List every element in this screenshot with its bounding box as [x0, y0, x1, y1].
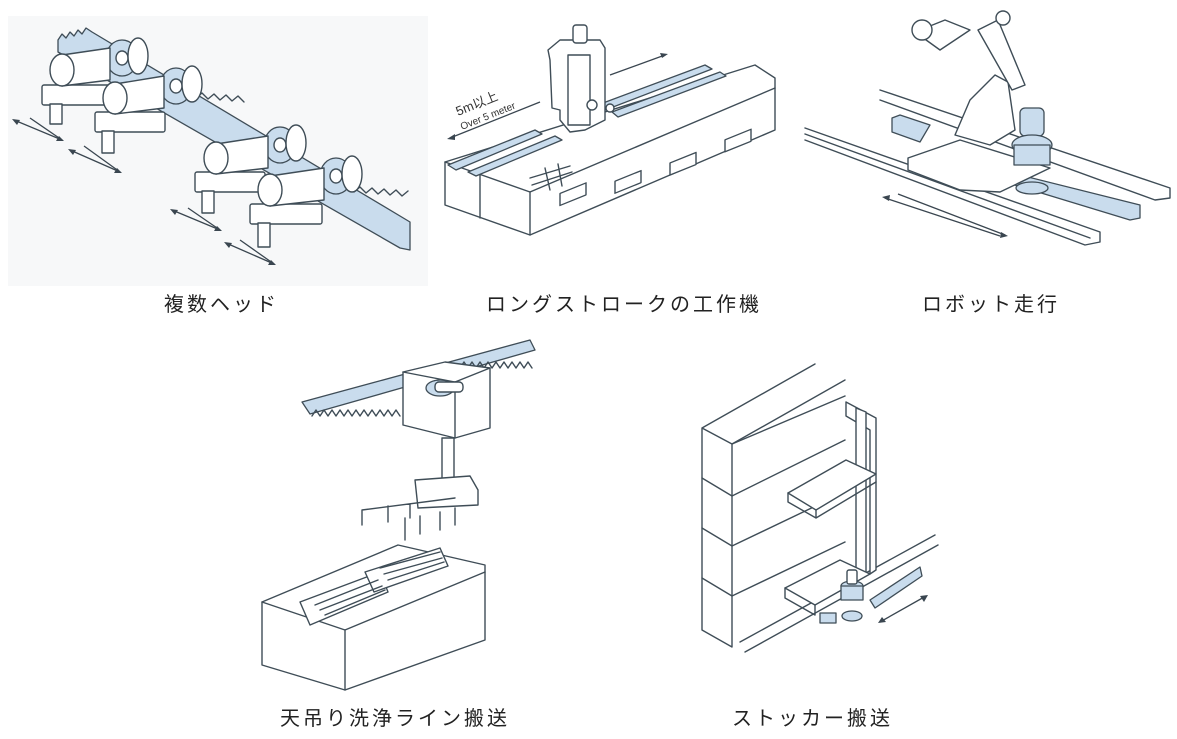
overhead-wash-illustration: [261, 339, 536, 691]
panel-overhead-wash: 天吊り洗浄ライン搬送: [250, 339, 570, 739]
caption-overhead-wash: 天吊り洗浄ライン搬送: [280, 706, 510, 730]
head-2: [94, 65, 203, 154]
caption-stocker: ストッカー搬送: [732, 706, 893, 730]
long-stroke-illustration: 5m以上 Over 5 meter: [444, 24, 776, 236]
caption-multi-head: 複数ヘッド: [164, 292, 279, 316]
stocker-illustration: [701, 363, 939, 653]
panel-stocker: ストッカー搬送: [680, 360, 980, 739]
robot-travel-illustration: [804, 10, 1171, 246]
head-3: [194, 124, 307, 214]
motion-arrows: [12, 117, 276, 265]
panel-robot-travel: ロボット走行: [800, 0, 1177, 320]
panel-long-stroke: 5m以上 Over 5 meter ロングストロークの工作機: [420, 20, 800, 320]
caption-long-stroke: ロングストロークの工作機: [486, 292, 762, 316]
panel-multi-head: 複数ヘッド: [0, 0, 430, 320]
head-4: [249, 155, 363, 248]
head-1: [41, 37, 149, 125]
multi-head-illustration: [8, 16, 428, 286]
caption-robot-travel: ロボット走行: [922, 292, 1060, 316]
